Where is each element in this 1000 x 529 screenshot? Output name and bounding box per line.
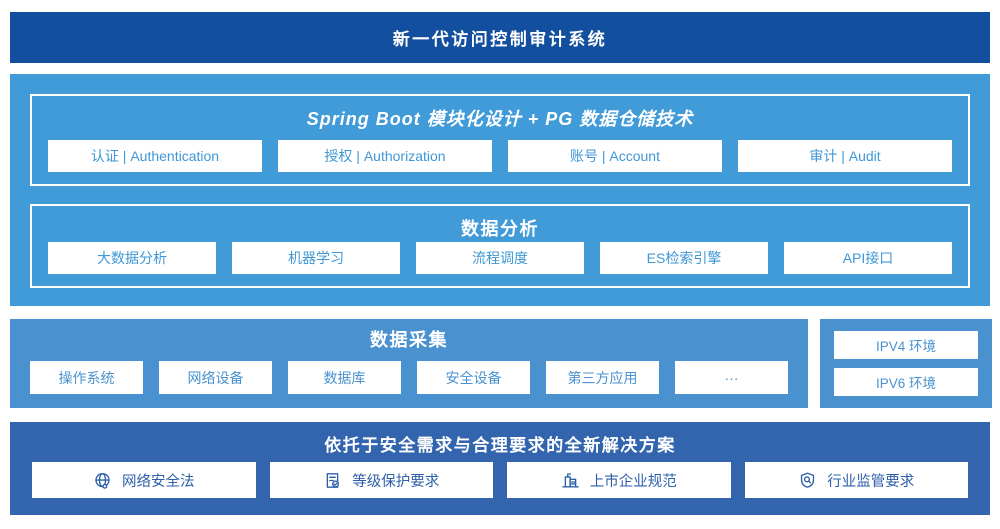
globe-icon: [93, 471, 112, 490]
collection-box-security-device: 安全设备: [417, 361, 530, 394]
module-box-audit: 审计 | Audit: [738, 140, 952, 172]
analysis-box-es: ES检索引擎: [600, 242, 768, 274]
building-icon: [561, 471, 580, 490]
solution-title: 依托于安全需求与合理要求的全新解决方案: [324, 436, 676, 455]
collection-box-network-device: 网络设备: [159, 361, 272, 394]
modules-group: Spring Boot 模块化设计 + PG 数据仓储技术 认证 | Authe…: [30, 94, 970, 186]
modules-row: 认证 | Authentication 授权 | Authorization 账…: [48, 140, 952, 172]
env-box-ipv6: IPV6 环境: [834, 368, 978, 396]
analysis-row: 大数据分析 机器学习 流程调度 ES检索引擎 API接口: [48, 242, 952, 274]
solution-box-classified-protection: 等级保护要求: [269, 462, 493, 498]
module-box-authentication: 认证 | Authentication: [48, 140, 262, 172]
collection-row: 操作系统 网络设备 数据库 安全设备 第三方应用 ···: [30, 361, 788, 394]
solution-box-label: 等级保护要求: [352, 473, 440, 490]
collection-box-os: 操作系统: [30, 361, 143, 394]
collection-box-more: ···: [675, 361, 788, 394]
solution-box-cybersecurity-law: 网络安全法: [32, 462, 256, 498]
solution-box-label: 网络安全法: [122, 473, 195, 490]
analysis-box-bigdata: 大数据分析: [48, 242, 216, 274]
solution-box-label: 上市企业规范: [589, 473, 677, 490]
analysis-box-ml: 机器学习: [232, 242, 400, 274]
env-box-ipv4: IPV4 环境: [834, 331, 978, 359]
document-check-icon: [323, 471, 342, 490]
analysis-title: 数据分析: [461, 219, 539, 239]
platform-section: Spring Boot 模块化设计 + PG 数据仓储技术 认证 | Authe…: [10, 74, 990, 306]
environment-section: IPV4 环境 IPV6 环境: [820, 319, 992, 408]
solution-box-label: 行业监管要求: [827, 473, 915, 490]
module-box-account: 账号 | Account: [508, 140, 722, 172]
solution-section: 依托于安全需求与合理要求的全新解决方案 网络安全法: [10, 422, 990, 515]
solution-row: 网络安全法 等级保护要求: [32, 462, 968, 498]
solution-box-listed-company: 上市企业规范: [507, 462, 731, 498]
page-title-banner: 新一代访问控制审计系统: [10, 12, 990, 63]
shield-search-icon: [798, 471, 817, 490]
analysis-box-api: API接口: [784, 242, 952, 274]
collection-box-database: 数据库: [288, 361, 401, 394]
modules-title: Spring Boot 模块化设计 + PG 数据仓储技术: [306, 109, 694, 129]
analysis-box-scheduling: 流程调度: [416, 242, 584, 274]
page-title: 新一代访问控制审计系统: [392, 30, 608, 49]
collection-box-thirdparty: 第三方应用: [546, 361, 659, 394]
collection-section: 数据采集 操作系统 网络设备 数据库 安全设备 第三方应用 ···: [10, 319, 808, 408]
collection-title: 数据采集: [370, 330, 448, 350]
solution-box-industry-regulation: 行业监管要求: [744, 462, 968, 498]
analysis-group: 数据分析 大数据分析 机器学习 流程调度 ES检索引擎 API接口: [30, 204, 970, 288]
module-box-authorization: 授权 | Authorization: [278, 140, 492, 172]
